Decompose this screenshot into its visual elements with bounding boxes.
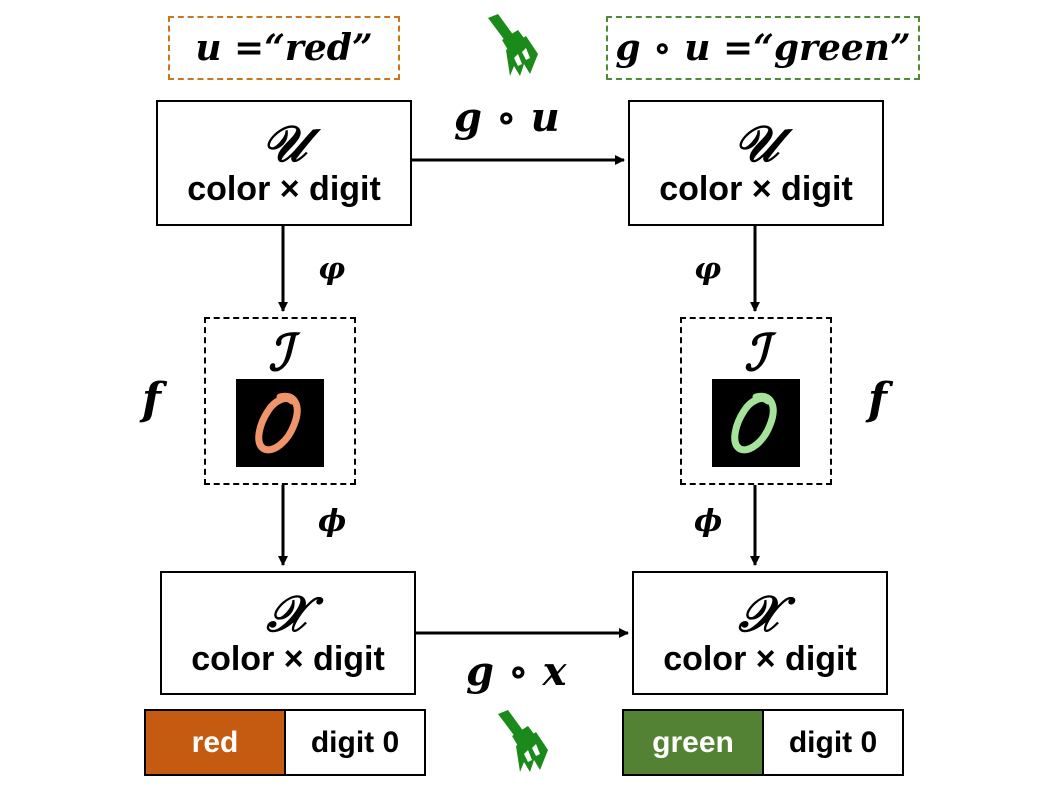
box-subtitle: color × digit xyxy=(659,170,853,208)
label-g-compose-x: g ∘ x xyxy=(466,648,567,695)
tag-gu-green-text: g ∘ u =“green” xyxy=(615,27,911,69)
paint-brush-icon xyxy=(498,710,548,772)
digit-zero-red-image xyxy=(236,379,324,467)
i-symbol: ℐ xyxy=(268,323,292,382)
label-f-left: f xyxy=(142,374,161,425)
box-subtitle: color × digit xyxy=(187,170,381,208)
u-symbol: 𝒰 xyxy=(261,114,307,173)
x-box-left: 𝒳 color × digit xyxy=(160,571,416,695)
digit-label: digit 0 xyxy=(286,711,424,774)
x-symbol: 𝒳 xyxy=(266,584,310,643)
i-symbol: ℐ xyxy=(744,323,768,382)
u-symbol: 𝒰 xyxy=(733,114,779,173)
i-box-left: ℐ xyxy=(204,317,356,485)
tag-u-red: u =“red” xyxy=(168,16,400,80)
label-phi-lower-right: ϕ xyxy=(694,504,723,539)
box-subtitle: color × digit xyxy=(191,640,385,678)
label-phi-upper-left: φ xyxy=(318,252,346,287)
bar-red-digit: red digit 0 xyxy=(144,709,426,776)
paint-brush-icon xyxy=(488,14,538,76)
i-box-right: ℐ xyxy=(680,317,832,485)
x-symbol: 𝒳 xyxy=(738,584,782,643)
u-box-right: 𝒰 color × digit xyxy=(628,100,884,226)
label-f-right: f xyxy=(868,374,887,425)
box-subtitle: color × digit xyxy=(663,640,857,678)
label-g-compose-u: g ∘ u xyxy=(454,94,560,141)
x-box-right: 𝒳 color × digit xyxy=(632,571,888,695)
u-box-left: 𝒰 color × digit xyxy=(156,100,412,226)
swatch-green: green xyxy=(624,711,764,774)
label-phi-lower-left: ϕ xyxy=(318,504,347,539)
label-phi-upper-right: φ xyxy=(694,252,722,287)
digit-label: digit 0 xyxy=(764,711,902,774)
digit-zero-green-image xyxy=(712,379,800,467)
bar-green-digit: green digit 0 xyxy=(622,709,904,776)
swatch-red: red xyxy=(146,711,286,774)
tag-u-red-text: u =“red” xyxy=(195,27,373,69)
tag-gu-green: g ∘ u =“green” xyxy=(606,16,920,80)
